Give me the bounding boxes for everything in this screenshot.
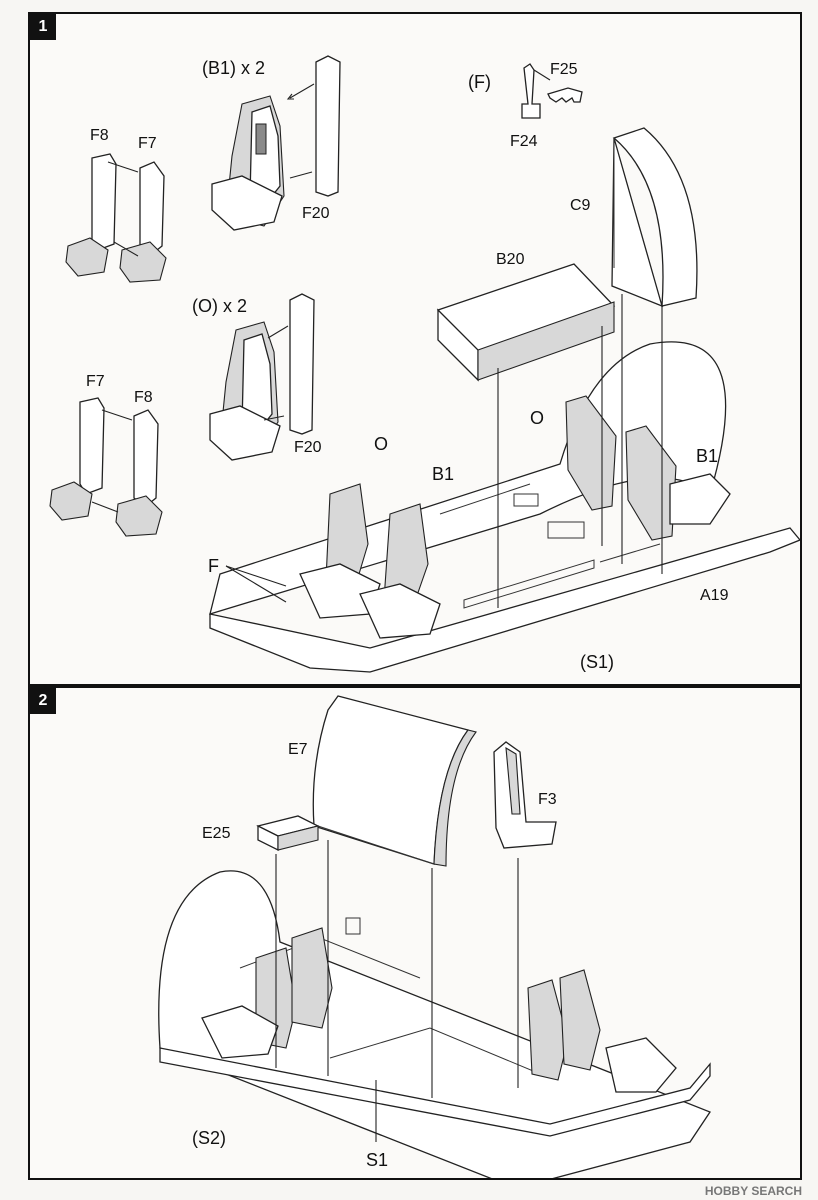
label-s2: (S2) [192, 1128, 226, 1148]
label-f25: F25 [550, 61, 578, 78]
label-s1-step2: S1 [366, 1150, 388, 1170]
f7-f8-bottom-parts [49, 397, 163, 537]
label-b1-left: B1 [432, 464, 454, 484]
label-f7-bottom: F7 [86, 373, 105, 390]
label-f8-bottom: F8 [134, 389, 153, 406]
watermark: HOBBY SEARCH [704, 1184, 802, 1198]
b1-seat-assembly [211, 55, 341, 231]
label-s1: (S1) [580, 652, 614, 672]
label-b1x2: (B1) x 2 [202, 58, 265, 78]
label-f8-top: F8 [90, 127, 109, 144]
b20-box-part [436, 263, 616, 382]
step-number-badge: 2 [30, 688, 56, 714]
label-f3: F3 [538, 791, 557, 808]
label-f20-top: F20 [302, 205, 330, 222]
e7-panel-part [312, 695, 477, 867]
label-f-callout: F [208, 556, 219, 576]
step-1-panel: 1 (B1) x 2 F20 F8 F7 [28, 12, 802, 686]
e25-box-part [256, 815, 320, 852]
c9-panel-part [611, 127, 698, 308]
f8-f7-top-parts [65, 153, 167, 283]
label-e7: E7 [288, 741, 308, 758]
f-small-parts [521, 63, 583, 119]
label-o-mid: O [374, 434, 388, 454]
s1-cockpit-tub [158, 840, 711, 1178]
label-b1-right: B1 [696, 446, 718, 466]
label-c9: C9 [570, 197, 591, 214]
label-a19: A19 [700, 587, 729, 604]
o-seat-assembly [209, 293, 315, 461]
step-2-panel: 2 E7 F3 E25 [28, 686, 802, 1180]
label-o-left: O [530, 408, 544, 428]
label-f24: F24 [510, 133, 538, 150]
step-number-badge: 1 [30, 14, 56, 40]
a19-cockpit-tub [209, 294, 800, 673]
step-1-diagram: (B1) x 2 F20 F8 F7 (O) x 2 F20 [49, 55, 800, 673]
step-2-diagram: E7 F3 E25 [158, 695, 711, 1178]
label-e25: E25 [202, 825, 231, 842]
label-b20: B20 [496, 251, 525, 268]
label-f20-bottom: F20 [294, 439, 322, 456]
label-ox2: (O) x 2 [192, 296, 247, 316]
label-f: (F) [468, 72, 491, 92]
f3-seat-part [493, 741, 557, 849]
label-f7-top: F7 [138, 135, 157, 152]
